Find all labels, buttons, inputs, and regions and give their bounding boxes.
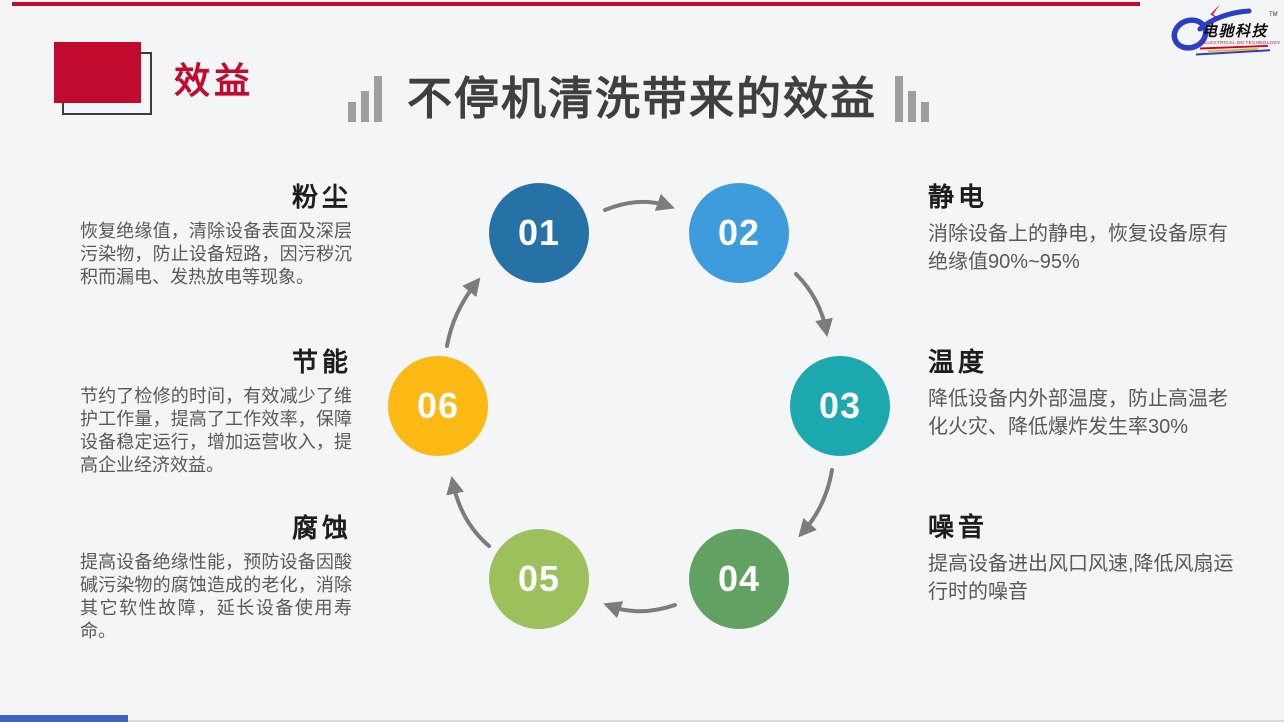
step-circle-02: 02	[689, 183, 789, 283]
benefit-heading: 粉尘	[291, 182, 352, 212]
deco-bar	[921, 102, 929, 122]
arrow-02-03	[794, 272, 833, 338]
benefit-block-static: 静电 消除设备上的静电，恢复设备原有绝缘值90%~95%	[928, 182, 1246, 276]
benefit-block-noise: 噪音 提高设备进出风口风速,降低风扇运行时的噪音	[928, 512, 1246, 606]
deco-bar	[361, 91, 369, 122]
step-number: 04	[717, 558, 761, 599]
company-logo: 电驰科技 TM ELECTRICAL DN TECHNOLOGY	[1171, 4, 1280, 56]
deco-bar	[895, 76, 903, 122]
step-number: 06	[416, 385, 460, 426]
benefit-block-temperature: 温度 降低设备内外部温度，防止高温老化火灾、降低爆炸发生率30%	[928, 347, 1246, 441]
deco-bar	[374, 76, 382, 122]
brand-swoosh-icon	[1171, 8, 1252, 51]
benefit-heading: 腐蚀	[291, 513, 352, 543]
benefit-body: 提高设备进出风口风速,降低风扇运行时的噪音	[928, 552, 1234, 603]
step-circle-01: 01	[489, 183, 589, 283]
slide-bottom-edge	[0, 720, 1284, 722]
benefit-block-corrosion: 腐蚀 提高设备绝缘性能，预防设备因酸碱污染物的腐蚀造成的老化，消除其它软性故障，…	[80, 513, 352, 643]
step-circle-03: 03	[790, 356, 890, 456]
benefit-block-dust: 粉尘 恢复绝缘值，清除设备表面及深层污染物，防止设备短路，因污秽沉积而漏电、发热…	[80, 182, 352, 289]
title-deco-bars-right	[895, 74, 929, 122]
tricolor-stripes-icon	[1196, 45, 1270, 56]
benefit-block-energy: 节能 节约了检修的时间，有效减少了维护工作量，提高了工作效率，保障设备稳定运行，…	[80, 347, 352, 477]
step-circle-06: 06	[388, 356, 488, 456]
benefit-heading: 静电	[928, 182, 989, 212]
arrow-06-01	[445, 277, 481, 348]
title-deco-bars-left	[348, 74, 382, 122]
step-number: 02	[717, 212, 761, 253]
benefit-body: 提高设备绝缘性能，预防设备因酸碱污染物的腐蚀造成的老化，消除其它软性故障，延长设…	[80, 551, 352, 641]
benefit-body: 降低设备内外部温度，防止高温老化火灾、降低爆炸发生率30%	[928, 387, 1228, 438]
arrow-01-02	[603, 193, 675, 212]
deco-bar	[908, 91, 916, 122]
brand-name: 电驰科技	[1202, 23, 1269, 40]
trademark-mark: TM	[1269, 12, 1278, 18]
deco-bar	[348, 102, 356, 122]
arrow-04-05	[603, 601, 677, 619]
benefit-heading: 温度	[928, 347, 989, 377]
lightning-icon	[1205, 4, 1220, 27]
footer-accent-bar	[0, 715, 128, 722]
benefit-body: 节约了检修的时间，有效减少了维护工作量，提高了工作效率，保障设备稳定运行，增加运…	[80, 385, 352, 475]
benefit-heading: 噪音	[928, 512, 989, 542]
step-number: 03	[818, 385, 862, 426]
benefit-body: 恢复绝缘值，清除设备表面及深层污染物，防止设备短路，因污秽沉积而漏电、发热放电等…	[80, 220, 352, 287]
benefit-heading: 节能	[291, 347, 352, 377]
section-title: 效益	[174, 60, 255, 101]
step-number: 05	[517, 558, 561, 599]
step-circle-04: 04	[689, 529, 789, 629]
slide-title: 不停机清洗带来的效益	[406, 73, 877, 124]
benefit-body: 消除设备上的静电，恢复设备原有绝缘值90%~95%	[928, 222, 1228, 273]
arrow-05-06	[446, 475, 491, 548]
step-number: 01	[517, 212, 561, 253]
arrow-03-04	[798, 468, 834, 538]
step-circle-05: 05	[489, 529, 589, 629]
brand-tagline: ELECTRICAL DN TECHNOLOGY	[1204, 40, 1280, 45]
top-accent-bar	[12, 2, 1140, 6]
kicker-red-square	[54, 42, 141, 103]
